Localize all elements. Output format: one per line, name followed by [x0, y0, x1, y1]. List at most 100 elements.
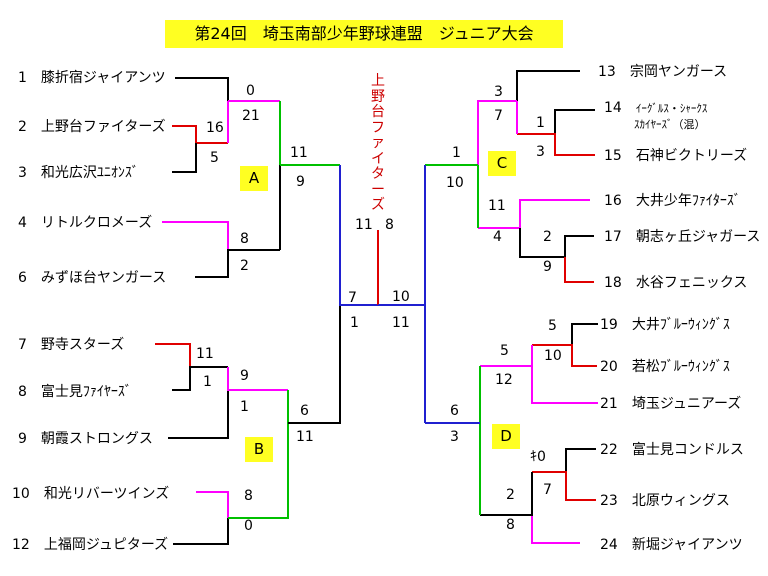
score: 2 — [506, 487, 515, 503]
score: 3 — [536, 144, 545, 160]
team-entry: 21 埼玉ジュニアーズ — [600, 396, 742, 412]
score: 7 — [543, 482, 552, 498]
team-entry: 8 富士見ﾌｧｲﾔｰｽﾞ — [18, 384, 132, 400]
score: 16 — [206, 120, 224, 136]
score: 5 — [210, 150, 219, 166]
score: 8 — [244, 488, 253, 504]
team-entry: 14 ｲｰｸﾞﾙｽ・ｼｬｰｸｽ — [604, 100, 708, 116]
score: ｷ0 — [530, 449, 546, 465]
team-entry: 1 膝折宿ジャイアンツ — [18, 70, 166, 86]
line-match-c1-out — [477, 100, 517, 165]
score: 2 — [240, 258, 249, 274]
block-label-d: D — [492, 424, 520, 449]
team-entry: 2 上野台ファイターズ — [18, 119, 166, 135]
line-team-14 — [554, 109, 595, 134]
line-team-21 — [531, 366, 598, 404]
score: 9 — [296, 174, 305, 190]
score: 11 — [196, 346, 214, 362]
team-entry: 19 大井ﾌﾞﾙｰｳｨﾝｸﾞｽ — [600, 317, 730, 333]
team-entry: 6 みずほ台ヤンガース — [18, 270, 167, 286]
team-entry: 15 石神ビクトリーズ — [604, 148, 748, 164]
team-entry: 24 新堀ジャイアンツ — [600, 537, 743, 553]
line-team-2 — [172, 125, 228, 144]
score: 0 — [244, 518, 253, 534]
score: 1 — [452, 145, 461, 161]
score: 6 — [300, 403, 309, 419]
score: 0 — [246, 83, 255, 99]
team-entry: 3 和光広沢ﾕﾆｵﾝｽﾞ — [18, 165, 139, 181]
score: 11 — [290, 145, 308, 161]
line-team-12 — [173, 518, 229, 545]
score: 11 — [392, 315, 410, 331]
line-team-22 — [565, 448, 596, 472]
team-entry: 16 大井少年ﾌｧｲﾀｰｽﾞ — [604, 193, 741, 209]
line-team-4 — [162, 221, 229, 250]
line-b-winner — [288, 305, 341, 424]
score: 11 — [355, 217, 373, 233]
line-team-23 — [532, 471, 596, 501]
line-team-19 — [571, 323, 598, 345]
block-label-a: A — [240, 166, 268, 191]
line-team-24 — [531, 515, 580, 544]
score: 9 — [240, 368, 249, 384]
team-entry: 12 上福岡ジュピターズ — [12, 537, 169, 553]
team-entry-second-line: ｽｶｲﾔｰｽﾞ（混） — [634, 118, 706, 131]
score: 3 — [494, 84, 503, 100]
score: 8 — [385, 217, 394, 233]
line-team-17 — [519, 228, 594, 258]
score: 6 — [450, 403, 459, 419]
team-entry: 7 野寺スターズ — [18, 337, 125, 353]
score: 10 — [446, 175, 464, 191]
team-entry: 22 富士見コンドルス — [600, 442, 744, 458]
line-match-d2 — [480, 472, 533, 516]
score: 10 — [392, 289, 410, 305]
champion-label: 上野台ファイターズ — [371, 73, 385, 213]
line-team-16 — [478, 199, 590, 229]
team-entry: 4 リトルクロメーズ — [18, 215, 153, 231]
line-team-1 — [175, 77, 229, 101]
tournament-title: 第24回 埼玉南部少年野球連盟 ジュニア大会 — [165, 20, 563, 48]
score: 7 — [494, 108, 503, 124]
score: 11 — [296, 429, 314, 445]
team-entry: 10 和光リバーツインズ — [12, 486, 170, 502]
line-team-9 — [168, 390, 229, 439]
team-entry: 17 朝志ヶ丘ジャガース — [604, 229, 761, 245]
score: 1 — [536, 115, 545, 131]
team-entry: 23 北原ウィングス — [600, 493, 730, 509]
team-entry: 9 朝霞ストロングス — [18, 431, 153, 447]
score: 3 — [450, 429, 459, 445]
line-team-18 — [564, 257, 594, 283]
score: 4 — [493, 229, 502, 245]
score: 10 — [544, 348, 562, 364]
line-match-ab — [339, 165, 378, 306]
line-team-20 — [532, 344, 597, 367]
score: 1 — [240, 399, 249, 415]
score: 1 — [350, 315, 359, 331]
team-entry: 20 若松ﾌﾞﾙｰｳｨﾝｸﾞｽ — [600, 359, 730, 375]
score: 8 — [506, 517, 515, 533]
score: 11 — [488, 198, 506, 214]
score: 8 — [240, 231, 249, 247]
line-team-8 — [172, 366, 228, 391]
team-entry: 13 宗岡ヤンガース — [598, 64, 728, 80]
block-label-c: C — [488, 151, 516, 176]
team-entry: 18 水谷フェニックス — [604, 275, 748, 291]
line-match-b1 — [227, 367, 288, 391]
line-team-10 — [196, 491, 229, 518]
score: 5 — [500, 343, 509, 359]
score: 12 — [495, 372, 513, 388]
line-team-15 — [517, 133, 595, 156]
score: 5 — [548, 318, 557, 334]
line-team-3 — [172, 143, 197, 173]
score: 2 — [543, 229, 552, 245]
line-team-6 — [195, 249, 280, 278]
block-label-b: B — [245, 437, 273, 462]
line-team-13 — [516, 70, 580, 101]
score: 9 — [543, 259, 552, 275]
score: 21 — [242, 108, 260, 124]
score: 7 — [348, 290, 357, 306]
line-match-b2 — [228, 390, 289, 519]
line-team-7 — [155, 343, 191, 367]
score: 1 — [203, 374, 212, 390]
